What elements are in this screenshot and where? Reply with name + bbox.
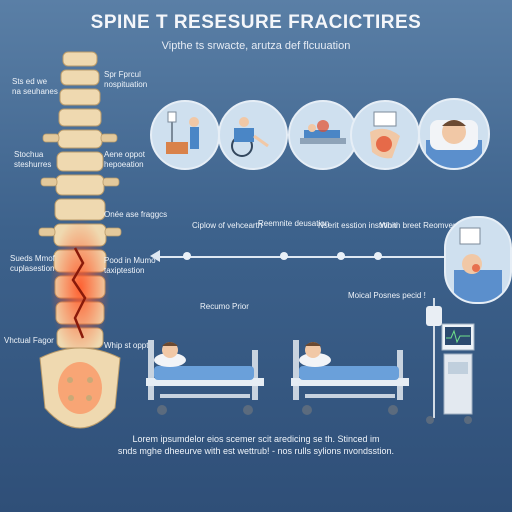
footer-line-2: snds mghe dheeurve with est wettrub! - n… — [117, 446, 395, 456]
timeline-dot-4 — [374, 252, 382, 260]
timeline-line — [160, 256, 450, 258]
timeline-step-4: Whith breet Reomvery — [380, 221, 460, 230]
circle-iv-stand — [150, 100, 220, 170]
wheelchair-icon — [231, 117, 269, 157]
timeline-step-1: Ciplow of vehcearth — [192, 221, 263, 230]
right-label-5: Whip st oppty — [104, 341, 153, 350]
medical-monitor-stand — [426, 298, 475, 424]
right-label-1: Spr Fprcul nospituation — [104, 70, 148, 89]
circle-injury — [350, 100, 420, 170]
patient-face-icon — [426, 120, 482, 168]
monitor-icon — [454, 227, 502, 302]
hospital-bed-left — [146, 340, 264, 415]
hospital-bed-right — [291, 340, 409, 415]
iv-stand-icon — [166, 111, 199, 154]
circle-patient-bed — [288, 100, 358, 170]
timeline-step-2: Reemnite deusation — [258, 219, 330, 228]
left-label-1: Sts ed we na seuhanes — [12, 77, 58, 96]
timeline-arrow-left — [150, 250, 160, 262]
footer-text: Lorem ipsumdelor eios scemer scit aredic… — [0, 433, 512, 457]
footer-line-1: Lorem ipsumdelor eios scemer scit aredic… — [132, 434, 380, 444]
spine-illustration — [38, 51, 122, 429]
right-label-2: Aene oppot hepoeation — [104, 150, 145, 169]
patient-bed-icon — [300, 120, 346, 144]
left-label-4: Vhctual Fagor — [4, 336, 54, 345]
right-label-4: Pood in Mumo taxiptestion — [104, 256, 156, 275]
page-title: SPINE T RESESURE FRACICTIRES — [90, 12, 422, 33]
injury-icon — [370, 111, 400, 159]
circle-patient-face — [418, 98, 490, 170]
timeline-dot-2 — [280, 252, 288, 260]
left-label-3: Sueds Mmof cuplasestion — [10, 254, 55, 273]
page-subtitle: Vipthe ts srwacte, arutza def flcuuation — [161, 40, 351, 52]
scene-left-caption: Recumo Prior — [200, 302, 249, 311]
scene-right-caption: Moical Posnes pecid ! — [348, 291, 426, 300]
circle-wheelchair — [218, 100, 288, 170]
timeline-dot-1 — [183, 252, 191, 260]
circle-monitor-patient — [444, 216, 512, 304]
timeline-step-3: Nserit esstion instrtion — [318, 221, 397, 230]
timeline-dot-3 — [337, 252, 345, 260]
right-label-3: Onée ase fraggcs — [104, 210, 168, 219]
left-label-2: Stochua steshurres — [14, 150, 52, 169]
